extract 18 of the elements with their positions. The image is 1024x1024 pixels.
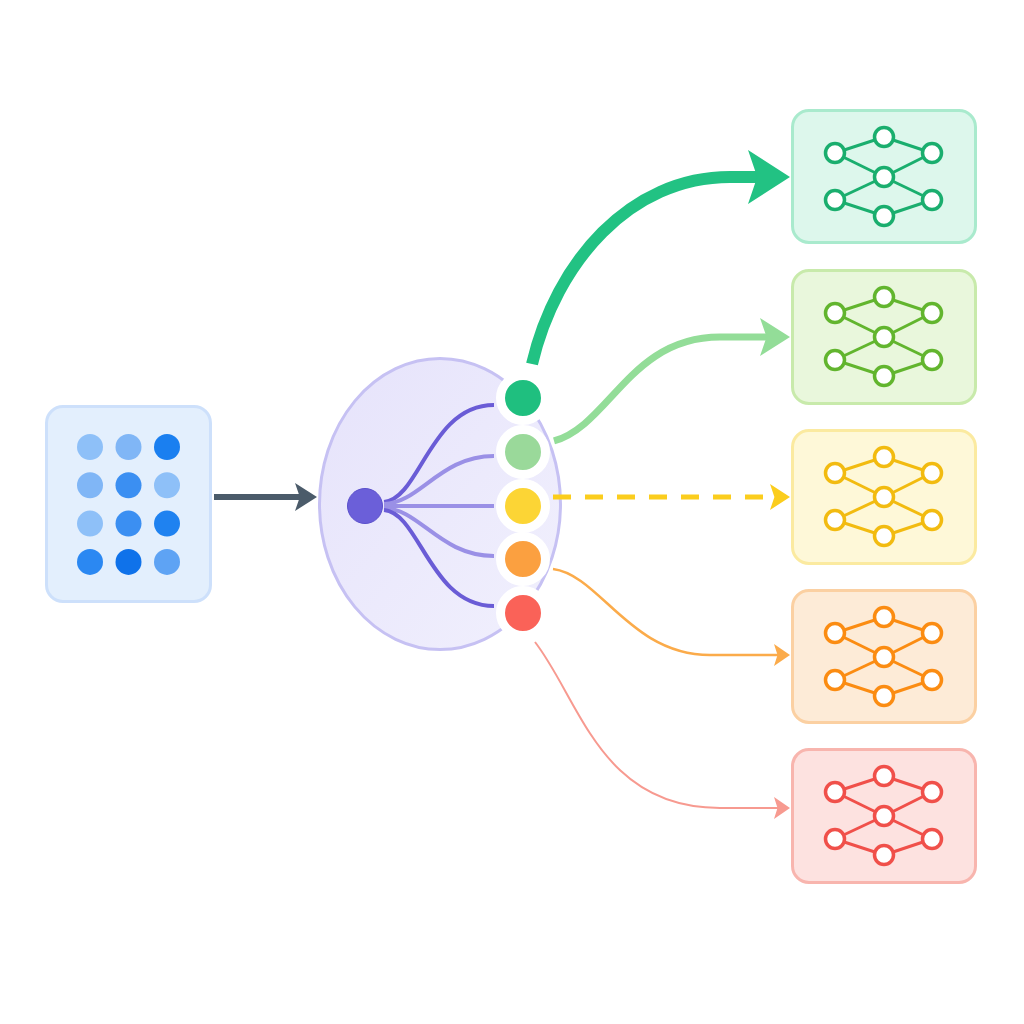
expert-card	[791, 269, 977, 405]
connector-line	[383, 506, 495, 558]
arrow	[526, 150, 790, 366]
input-card	[45, 405, 212, 603]
dashed-arrow	[553, 484, 790, 510]
routing-circle	[318, 357, 562, 651]
expert-card	[791, 109, 977, 244]
expert-card	[791, 429, 977, 565]
connector-line	[383, 454, 495, 506]
connector-line	[384, 504, 494, 508]
expert-card	[791, 748, 977, 884]
arrow	[552, 567, 790, 666]
expert-card	[791, 589, 977, 724]
arrow	[534, 641, 790, 819]
arrow	[552, 318, 790, 445]
arrow	[214, 483, 317, 511]
connector-line	[383, 508, 495, 608]
connector-line	[383, 403, 495, 504]
